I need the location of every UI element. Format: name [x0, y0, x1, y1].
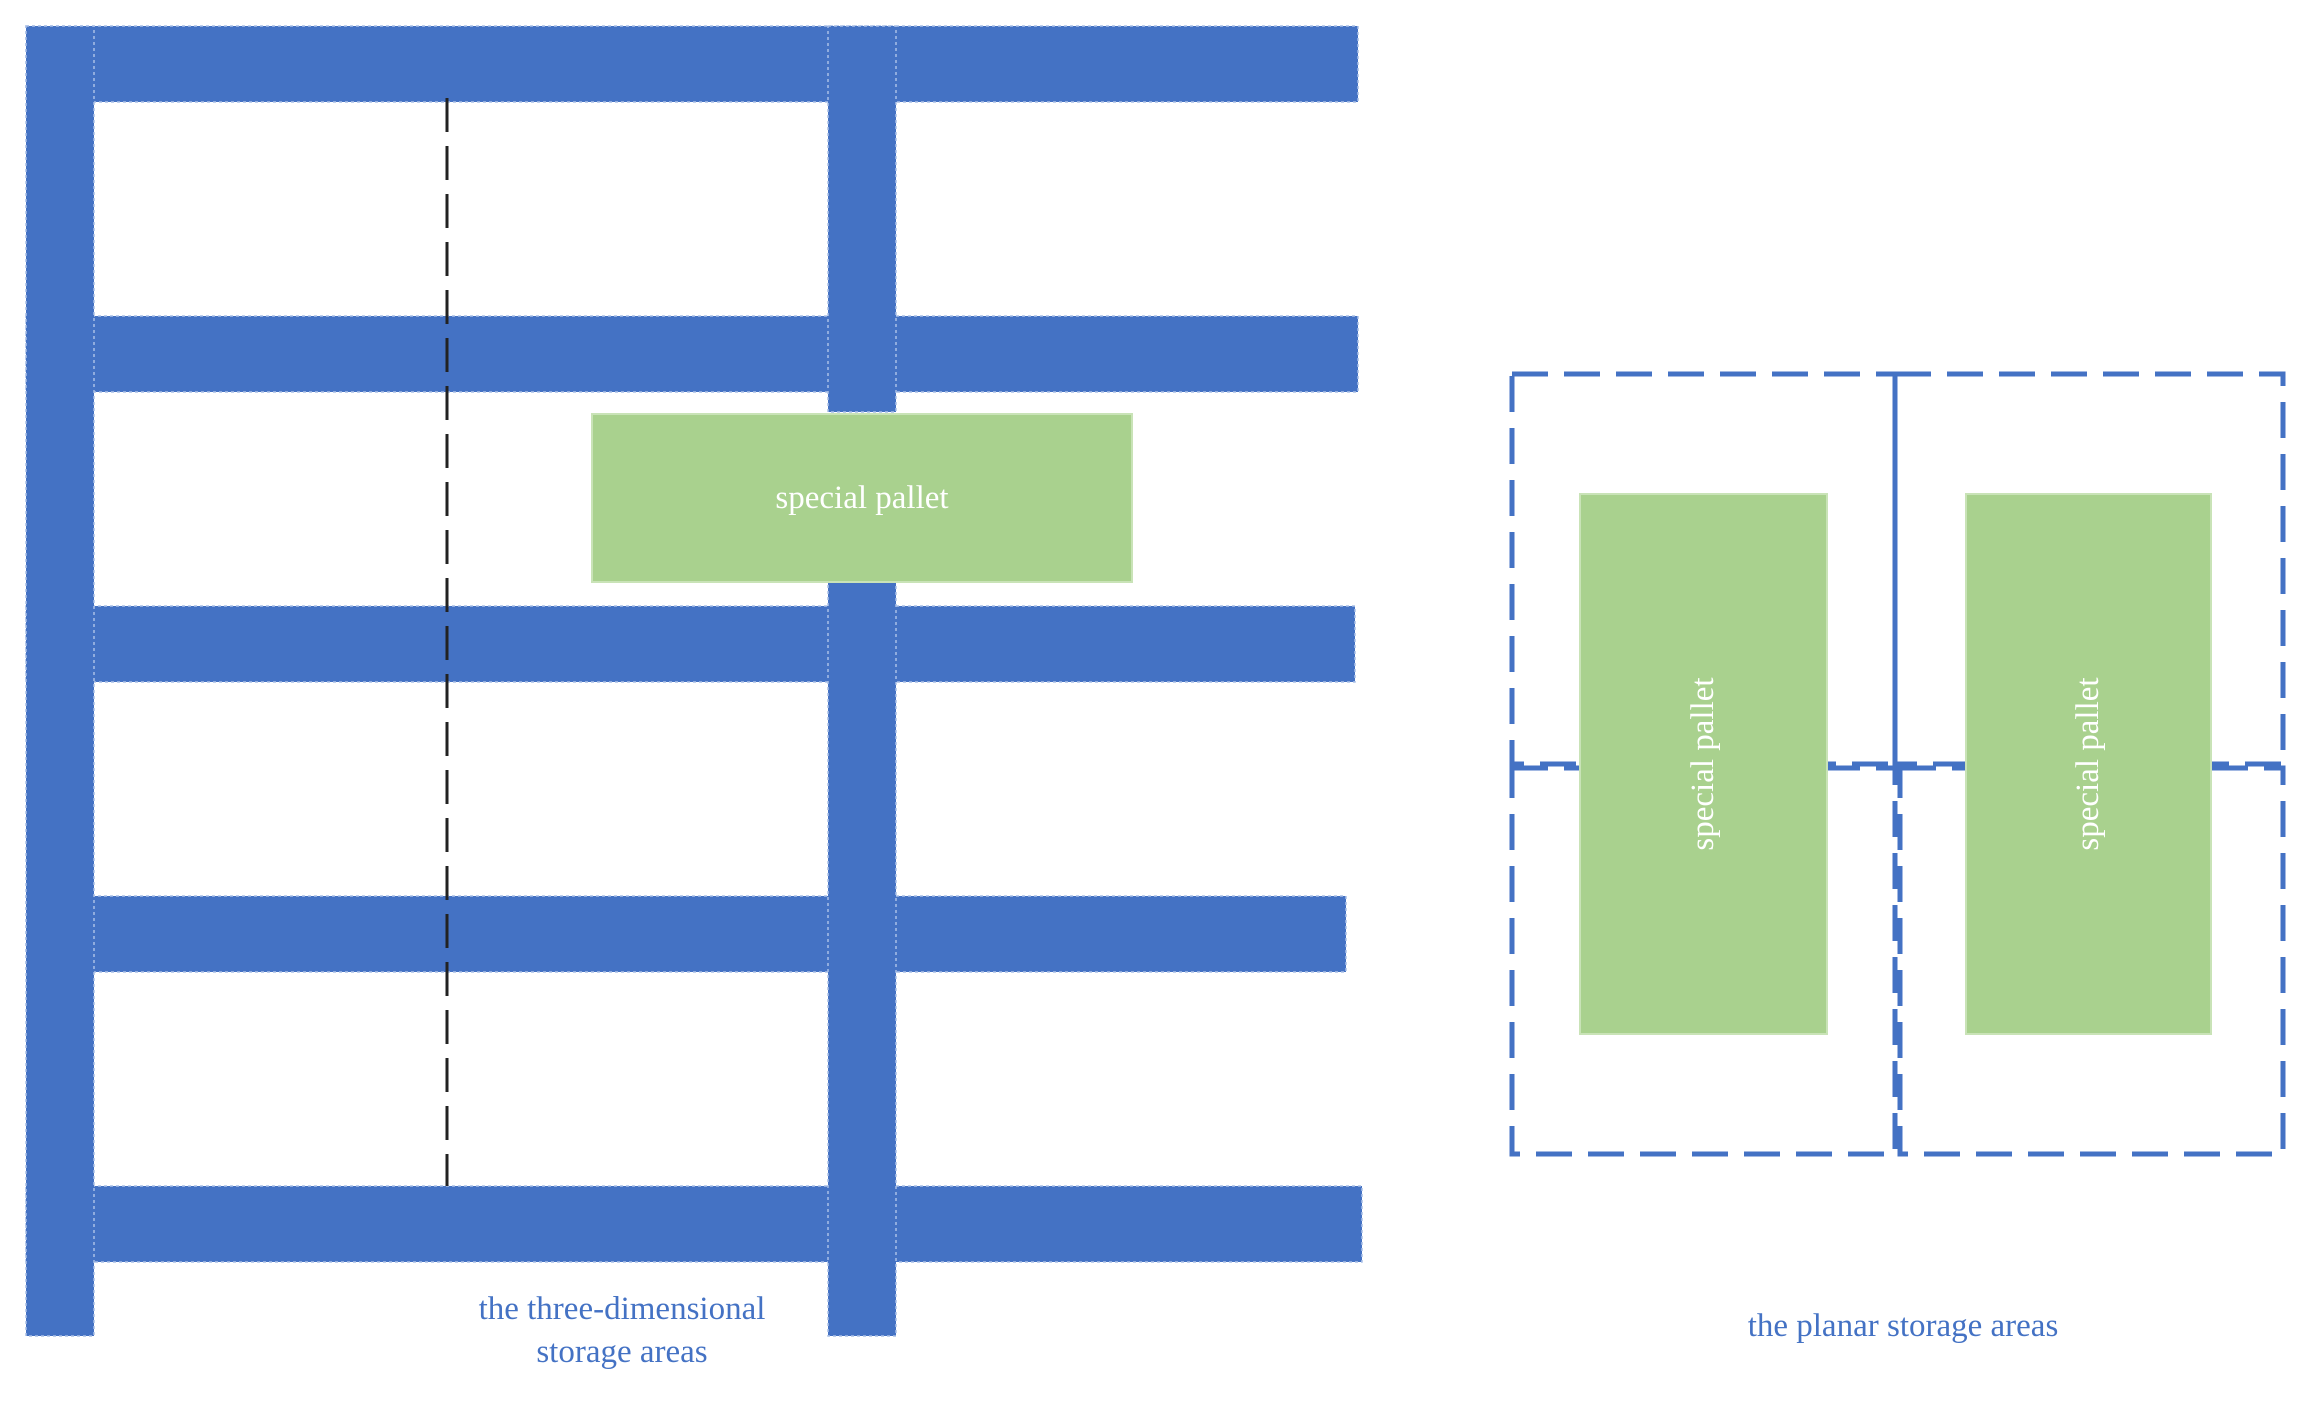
- caption-line-1: the three-dimensional: [479, 1291, 766, 1327]
- pallet-box: [591, 413, 1133, 583]
- pallet-label: special pallet: [775, 480, 948, 516]
- shelf-beam-5: [25, 1185, 1363, 1263]
- pallet-box: [1965, 493, 2212, 1035]
- pallet-box: [1579, 493, 1828, 1035]
- shelf-beam-2: [25, 315, 1359, 393]
- rack-upright-middle-bottom: [827, 581, 897, 1337]
- three-dimensional-caption: the three-dimensional storage areas: [479, 1291, 766, 1370]
- shelf-beam-4: [25, 895, 1347, 973]
- special-pallet-floor-2: special pallet: [1965, 493, 2212, 1035]
- rack-upright-left: [25, 25, 95, 1337]
- pallet-label: special pallet: [2070, 677, 2106, 850]
- three-dimensional-storage-area: special pallet the three-dimensional sto…: [25, 25, 1363, 1370]
- shelf-beam-3: [25, 605, 1356, 683]
- special-pallet-rack: special pallet: [591, 413, 1133, 583]
- shelf-beams: [25, 25, 1363, 1263]
- rack-upright-middle-top: [827, 25, 897, 413]
- shelf-beam-1: [25, 25, 1359, 103]
- rack-uprights: [25, 25, 897, 1337]
- special-pallet-floor-1: special pallet: [1579, 493, 1828, 1035]
- caption-line-2: storage areas: [536, 1334, 707, 1370]
- pallet-label: special pallet: [1685, 677, 1721, 850]
- planar-caption: the planar storage areas: [1748, 1308, 2059, 1344]
- planar-storage-area: special pallet special pallet the planar…: [1509, 371, 2286, 1344]
